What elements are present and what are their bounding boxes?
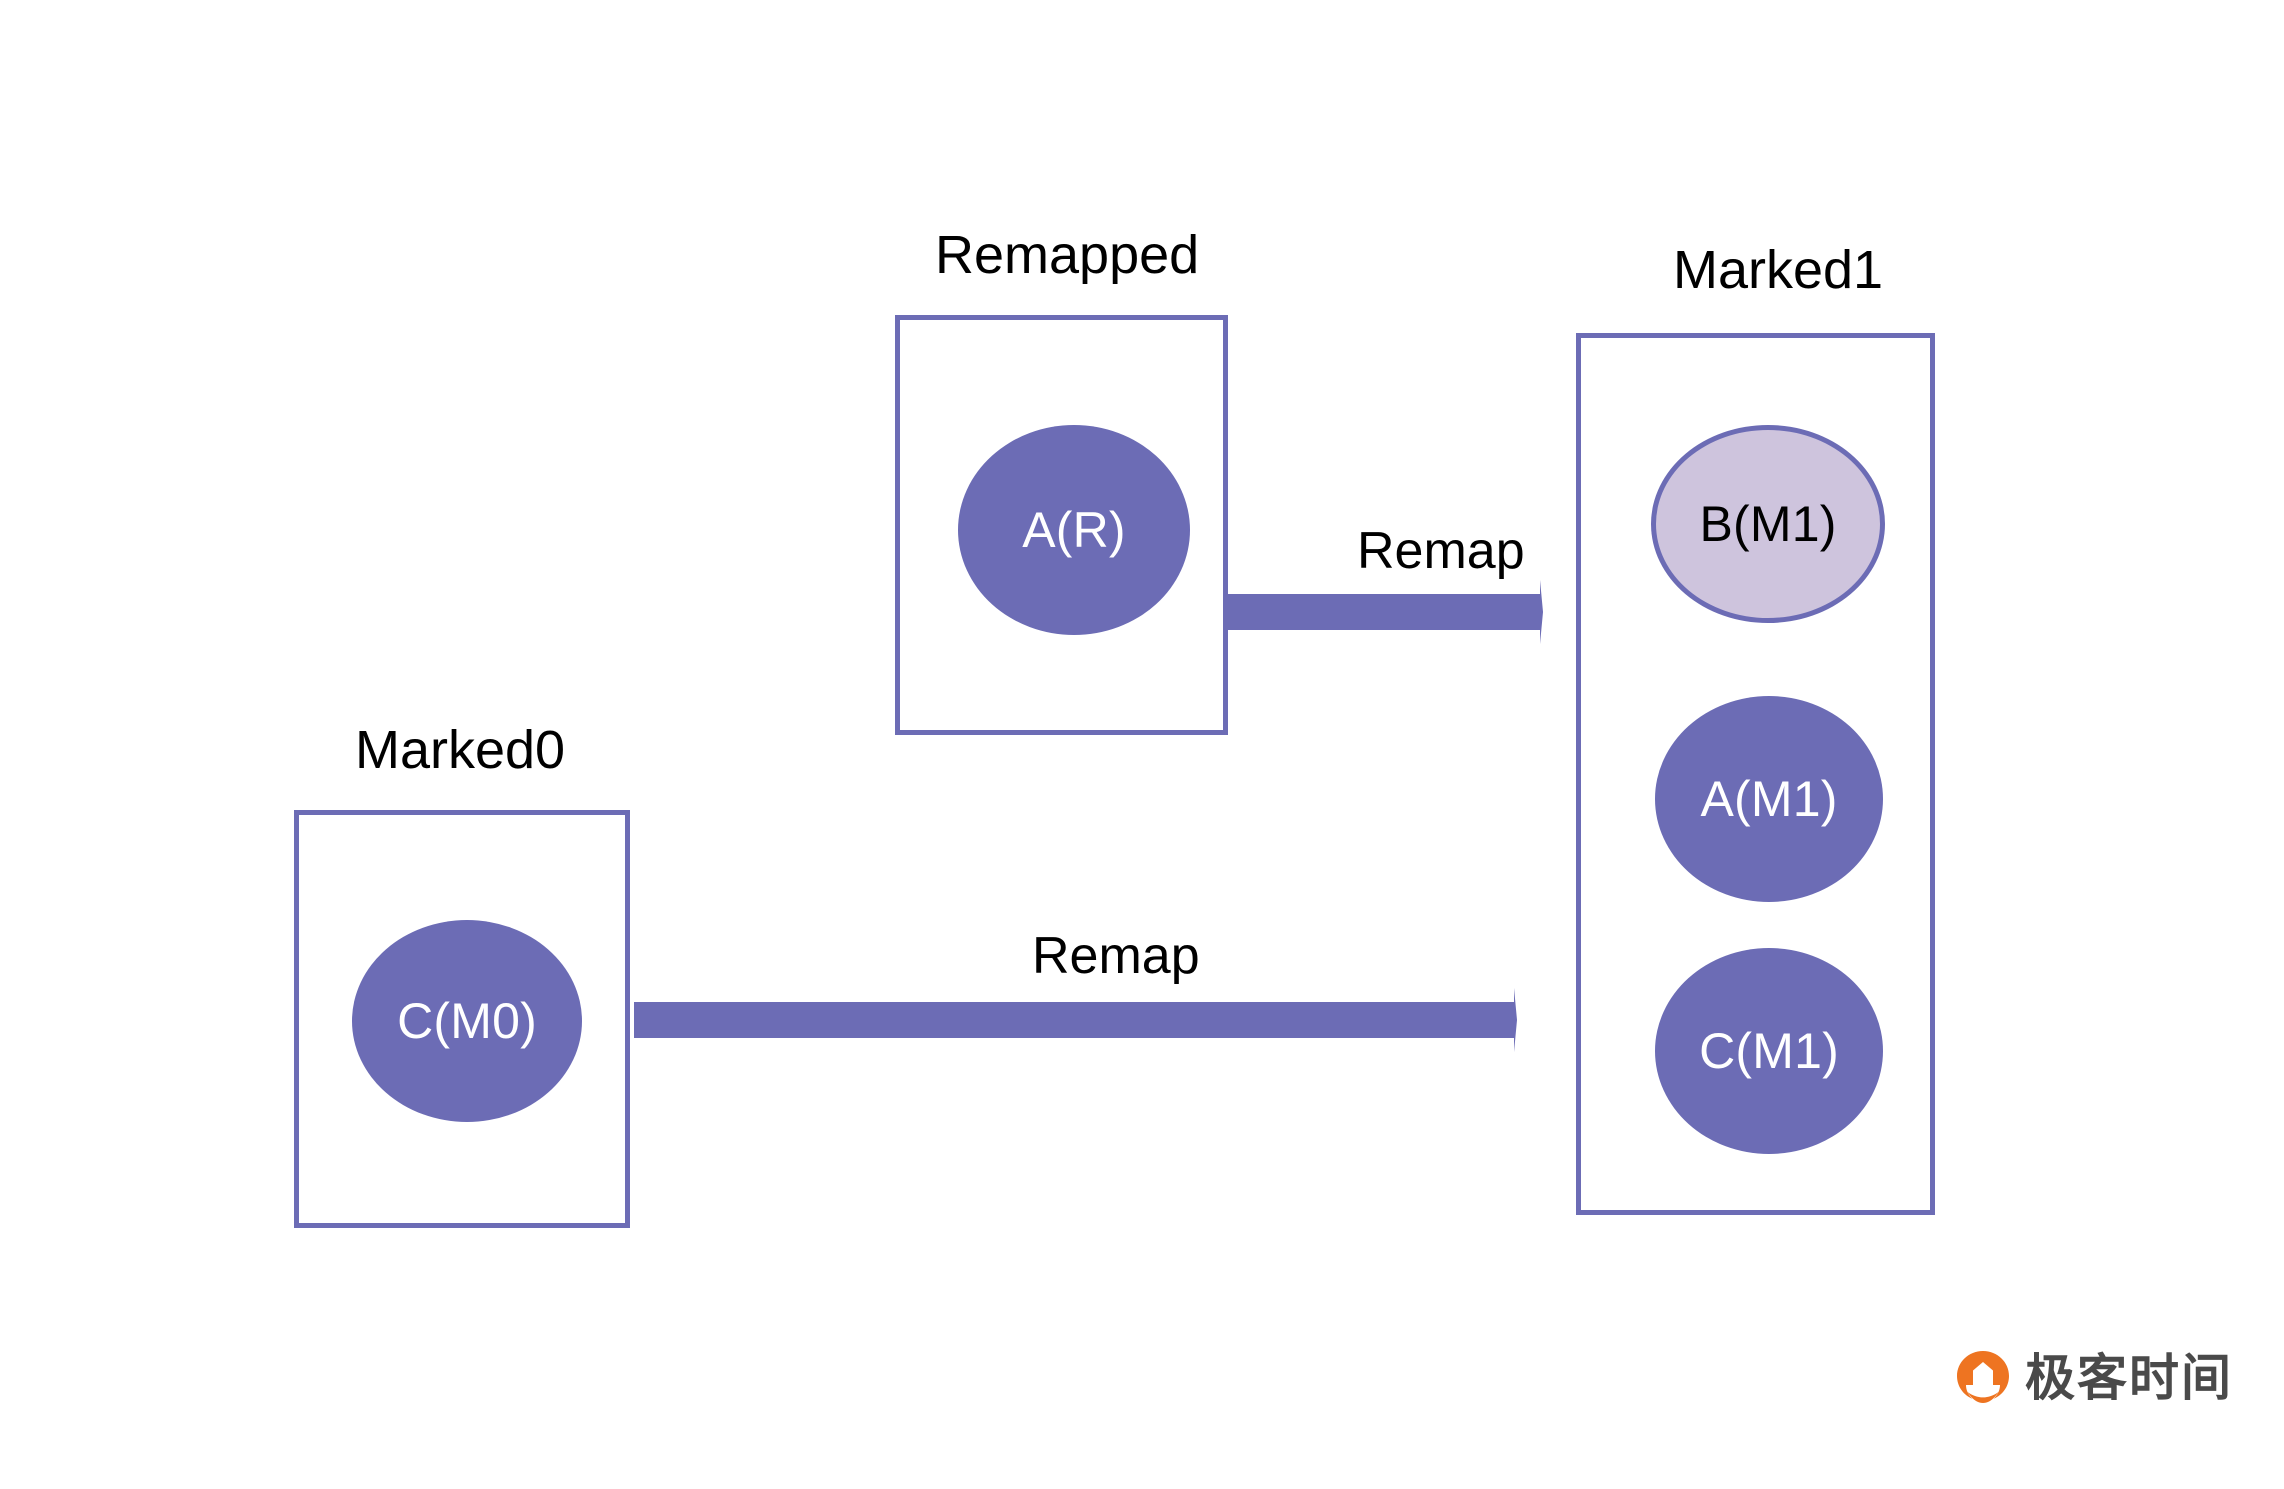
- arrow-remap-top-head: [1540, 580, 1543, 644]
- node-c-m0[interactable]: C(M0): [352, 920, 582, 1122]
- arrow-remap-bottom-shaft: [634, 1002, 1514, 1038]
- node-a-r-label: A(R): [1022, 502, 1126, 558]
- geektime-logo-icon: [1955, 1350, 2011, 1406]
- watermark-geektime: 极客时间: [1955, 1350, 2233, 1406]
- node-c-m1-label: C(M1): [1699, 1023, 1839, 1079]
- group-title-marked1: Marked1: [1673, 240, 1884, 300]
- node-b-m1[interactable]: B(M1): [1651, 425, 1885, 623]
- arrow-remap-bottom-head: [1514, 988, 1517, 1052]
- arrow-label-remap-bottom: Remap: [1032, 927, 1200, 985]
- node-a-m1[interactable]: A(M1): [1655, 696, 1883, 902]
- arrow-label-remap-top: Remap: [1357, 522, 1525, 580]
- group-title-remapped: Remapped: [935, 225, 1200, 285]
- node-a-m1-label: A(M1): [1700, 771, 1838, 827]
- node-b-m1-label: B(M1): [1699, 496, 1837, 552]
- geektime-brand-text: 极客时间: [2025, 1349, 2233, 1407]
- node-a-r[interactable]: A(R): [958, 425, 1190, 635]
- group-title-marked0: Marked0: [355, 720, 566, 780]
- arrow-remap-top-shaft: [1228, 594, 1540, 630]
- node-c-m0-label: C(M0): [397, 993, 537, 1049]
- node-c-m1[interactable]: C(M1): [1655, 948, 1883, 1154]
